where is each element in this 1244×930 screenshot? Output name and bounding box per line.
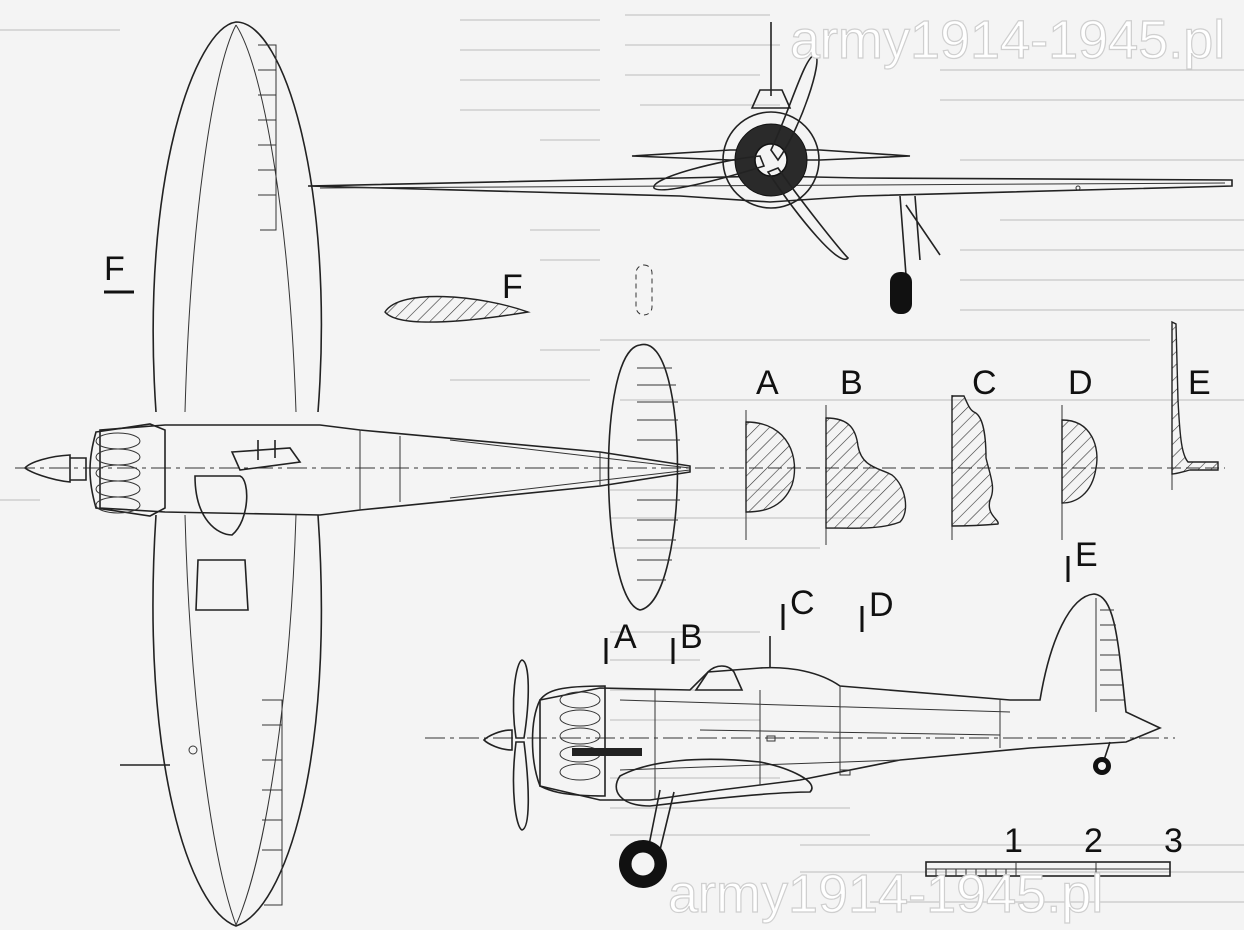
watermark-bottom: army1914-1945.pl: [668, 864, 1103, 924]
section-e: [1171, 320, 1219, 475]
side-access-panel: [839, 769, 851, 776]
rudder-section-outline: [635, 264, 653, 316]
front-canopy: [750, 89, 792, 109]
front-wing-light: [1075, 185, 1081, 191]
front-view: [307, 22, 1233, 314]
plan-wing-light: [188, 745, 198, 755]
section-a-label: A: [756, 364, 779, 402]
side-canopy: [694, 665, 744, 691]
section-b-label: B: [840, 364, 863, 402]
station-a-label: A: [614, 618, 637, 656]
plan-cylinder-fins: [95, 432, 141, 514]
plan-wing-panel-lines: [184, 24, 297, 926]
station-b-label: B: [680, 618, 703, 656]
side-exhaust: [572, 748, 642, 756]
side-panel-lines: [619, 686, 1011, 800]
plan-tailplane: [607, 344, 679, 611]
front-wheel: [890, 272, 912, 314]
side-cylinder-fins: [559, 691, 601, 781]
section-a: [745, 421, 796, 513]
background-page-text: [0, 14, 1244, 903]
scale-tick-3: 3: [1164, 822, 1183, 860]
plan-wing-outline: [152, 21, 323, 927]
front-landing-gear-strut: [899, 195, 941, 276]
section-e-label: E: [1188, 364, 1211, 402]
scale-bar-subticks: [935, 869, 1007, 876]
section-c: [951, 395, 999, 527]
side-main-wheel-hub: [630, 851, 656, 877]
wing-section-mark: F: [104, 250, 125, 288]
plan-fuselage-lines: [359, 430, 691, 510]
airfoil-label: F: [502, 268, 523, 306]
airfoil-section: F: [384, 268, 529, 323]
plan-view: F: [15, 21, 740, 927]
plan-engine-cowl: [89, 423, 166, 517]
side-fuselage: [539, 593, 1162, 801]
side-engine-cowl: [531, 685, 606, 797]
station-c-label: C: [790, 584, 815, 622]
plan-cockpit: [230, 440, 302, 471]
scale-bar: 1 2 3: [925, 822, 1183, 877]
side-rudder-lines: [1095, 598, 1124, 712]
plan-belly-fairing: [194, 475, 249, 611]
front-prop-blade-2: [653, 155, 766, 191]
station-e-label: E: [1075, 536, 1098, 574]
front-prop-blade-1: [770, 54, 818, 162]
side-tailwheel-strut: [1103, 741, 1111, 761]
side-fuel-cap: [766, 735, 776, 742]
side-spinner: [482, 729, 513, 751]
side-prop-blade-up: [512, 659, 530, 739]
side-prop-blade-down: [512, 741, 530, 831]
front-prop-blade-3: [766, 167, 850, 261]
airfoil-profile: [384, 295, 529, 323]
front-cowl-ring: [722, 111, 820, 209]
scale-tick-1: 1: [1004, 822, 1023, 860]
section-d: [1061, 419, 1098, 504]
station-d-label: D: [869, 586, 894, 624]
plan-ailerons: [258, 44, 283, 906]
section-d-label: D: [1068, 364, 1093, 402]
scale-tick-2: 2: [1084, 822, 1103, 860]
plan-fuselage: [99, 424, 691, 516]
plan-spinner: [23, 454, 87, 483]
watermark-top: army1914-1945.pl: [790, 10, 1225, 70]
side-tail-wheel-hub: [1098, 762, 1106, 770]
plan-elevator: [637, 367, 680, 581]
cross-sections: A B C D E: [730, 320, 1225, 545]
side-landing-gear-strut: [647, 789, 675, 851]
section-b: [825, 417, 907, 529]
side-wing-root: [615, 758, 813, 807]
section-c-label: C: [972, 364, 997, 402]
side-view: A B C D E: [425, 536, 1175, 888]
